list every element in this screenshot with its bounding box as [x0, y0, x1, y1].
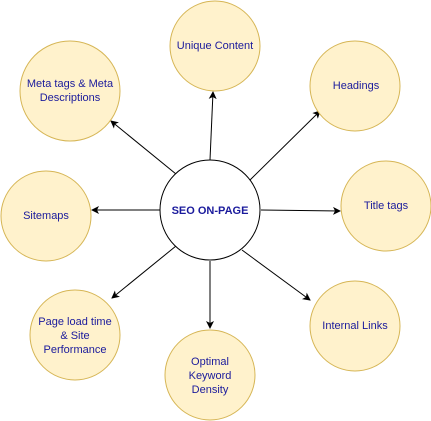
connector-unique-content: [208, 91, 217, 161]
connectors: [91, 91, 341, 329]
node-circle-unique-content: [169, 0, 261, 92]
node-circle-optimal-keyword-density: [164, 329, 256, 421]
node-circle-headings: [309, 40, 401, 132]
node-label-sitemaps: Sitemaps: [23, 210, 69, 222]
node-circle-title-tags: [340, 160, 431, 252]
node-circle-sitemaps: [0, 170, 92, 262]
center-node-circle: [159, 159, 261, 261]
node-label-optimal-keyword-density: Optimal Keyword Density: [188, 356, 232, 396]
node-circle-page-load-time: [29, 289, 121, 381]
connector-meta-tags: [110, 120, 177, 175]
connector-title-tags: [260, 206, 341, 215]
node-label-internal-links: Internal Links: [322, 320, 388, 332]
node-label-meta-tags: Meta tags & Meta Descriptions: [26, 78, 114, 104]
connector-page-load-time: [111, 245, 177, 299]
node-circle-meta-tags: [19, 40, 121, 142]
node-label-headings: Headings: [332, 80, 380, 92]
connector-headings: [249, 110, 321, 181]
node-circle-internal-links: [309, 280, 401, 372]
node-label-title-tags: Title tags: [363, 200, 409, 212]
node-label-unique-content: Unique Content: [176, 40, 254, 52]
center-node-label: SEO ON-PAGE: [171, 205, 249, 217]
connector-internal-links: [241, 249, 311, 301]
node-label-page-load-time: Page load time & Site Performance: [38, 316, 112, 356]
